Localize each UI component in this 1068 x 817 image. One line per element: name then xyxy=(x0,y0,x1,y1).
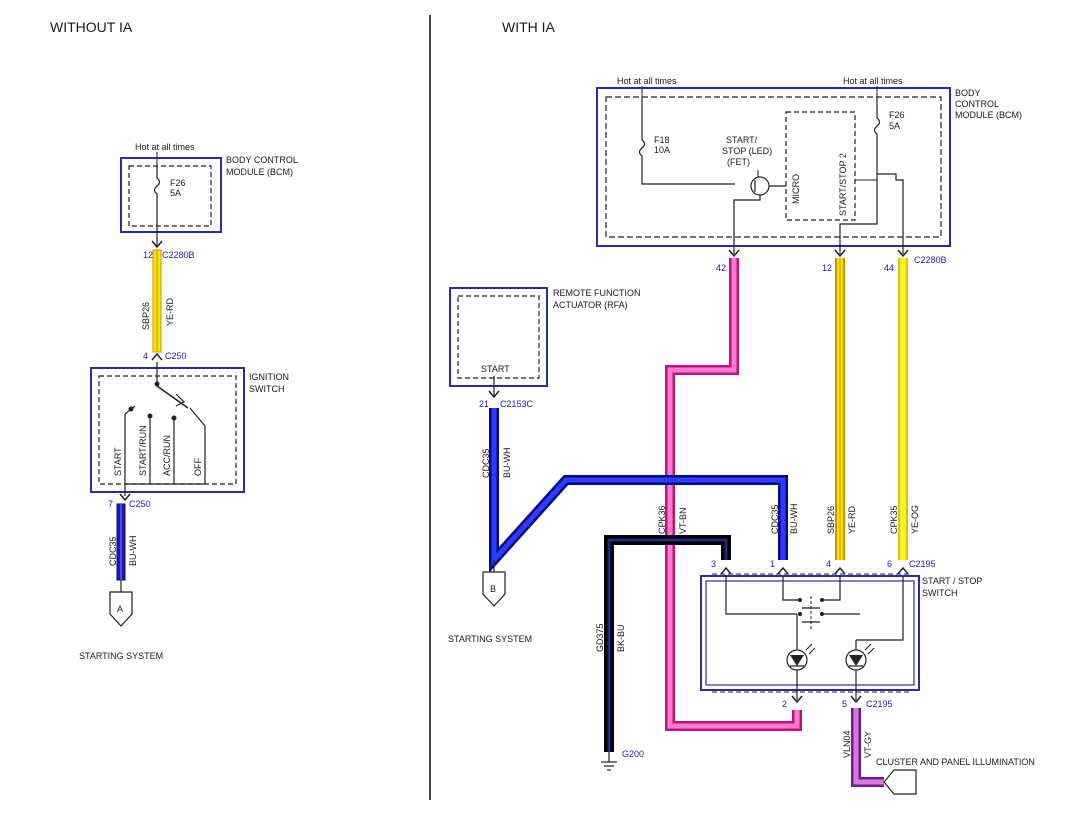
illum-connector xyxy=(883,769,917,795)
sbp26-color: YE-RD xyxy=(847,505,857,534)
left-conn-c2280b: C2280B xyxy=(162,250,195,260)
cdc35-circuit: CDC35 xyxy=(770,504,780,534)
bcm-pin-44: 44 xyxy=(884,263,894,273)
sw-pin-1: 1 xyxy=(770,559,775,569)
ign-pos-startrun: START/RUN xyxy=(138,425,148,476)
sw-pin-4: 4 xyxy=(826,559,831,569)
cdc35-color: BU-WH xyxy=(789,504,799,535)
vln04-color: VT-GY xyxy=(863,731,873,758)
ign-pos-start: START xyxy=(113,447,123,476)
left-conn-c250-top: C250 xyxy=(165,351,187,361)
header-without-ia: WITHOUT IA xyxy=(50,19,133,35)
right-starting-system: STARTING SYSTEM xyxy=(448,634,532,644)
gd375-color: BK-BU xyxy=(616,624,626,652)
left-fuse-rating: 5A xyxy=(170,188,181,198)
left-wire1-circuit: SBP26 xyxy=(141,302,151,330)
cpk35-color: YE-OG xyxy=(910,505,920,534)
sw-conn-c2195-top: C2195 xyxy=(909,559,936,569)
left-pin-12: 12 xyxy=(143,250,153,260)
right-bcm-label-1: BODY xyxy=(955,88,981,98)
ign-pos-off: OFF xyxy=(193,458,203,476)
sw-pin-5: 5 xyxy=(842,699,847,709)
right-diagram: Hot at all times Hot at all times BODY C… xyxy=(448,76,1035,795)
sw-label-1: START / STOP xyxy=(922,576,982,586)
left-starting-system: STARTING SYSTEM xyxy=(79,651,163,661)
left-wire1-color: YE-RD xyxy=(165,297,175,326)
offpage-connector-b xyxy=(482,571,506,607)
right-fuse-f18-rating: 10A xyxy=(654,145,670,155)
sw-conn-c2195-bot: C2195 xyxy=(866,699,893,709)
vln04-circuit: VLN04 xyxy=(842,730,852,758)
right-bcm-label-3: MODULE (BCM) xyxy=(955,110,1022,120)
right-bcm-box xyxy=(596,87,951,247)
sw-pin-3: 3 xyxy=(711,559,716,569)
right-fuse-f18 xyxy=(638,98,735,185)
left-bcm-box xyxy=(120,157,222,233)
sw-pin-2: 2 xyxy=(782,699,787,709)
micro-label: MICRO xyxy=(791,174,801,204)
rfa-wire-color: BU-WH xyxy=(502,448,512,479)
right-fet-label-2: STOP (LED) xyxy=(722,146,772,156)
header-with-ia: WITH IA xyxy=(502,19,556,35)
bcm-conn-c2280b: C2280B xyxy=(914,255,947,265)
rfa-start: START xyxy=(481,364,510,374)
left-fuse-name: F26 xyxy=(170,178,186,188)
right-fuse-f26-rating: 5A xyxy=(889,121,900,131)
right-fuse-f26 xyxy=(873,98,904,254)
left-pin-4: 4 xyxy=(143,351,148,361)
cpk36-color: VT-BN xyxy=(678,507,688,534)
ign-pos-accrun: ACC/RUN xyxy=(162,435,172,476)
rfa-label-1: REMOTE FUNCTION xyxy=(553,288,641,298)
sbp26-circuit: SBP26 xyxy=(826,506,836,534)
bcm-pin-42: 42 xyxy=(716,263,726,273)
start-stop-switch-box xyxy=(700,575,920,691)
right-fet-label-3: (FET) xyxy=(727,157,750,167)
rfa-box xyxy=(449,287,548,387)
sw-label-2: SWITCH xyxy=(922,588,958,598)
offpage-b-label: B xyxy=(490,584,496,594)
left-conn-c250-bot: C250 xyxy=(129,499,151,509)
left-bcm-label-2: MODULE (BCM) xyxy=(226,167,293,177)
micro-box xyxy=(785,111,856,221)
right-fuse-f18-name: F18 xyxy=(654,135,670,145)
left-fuse-symbol xyxy=(153,166,161,246)
right-bcm-label-2: CONTROL xyxy=(955,99,999,109)
fet-symbol xyxy=(750,176,770,196)
left-diagram: Hot at all times BODY CONTROL MODULE (BC… xyxy=(79,142,298,661)
sw-pin-6: 6 xyxy=(887,559,892,569)
left-wire2-circuit: CDC35 xyxy=(108,536,118,566)
rfa-label-2: ACTUATOR (RFA) xyxy=(553,300,628,310)
ign-label-2: SWITCH xyxy=(249,384,285,394)
ss2-label: START/STOP 2 xyxy=(838,153,848,216)
gd375-circuit: GD375 xyxy=(595,623,605,652)
left-bcm-label-1: BODY CONTROL xyxy=(226,155,298,165)
cpk36-circuit: CPK36 xyxy=(657,505,667,534)
offpage-connector-a xyxy=(109,591,133,627)
left-hot-label: Hot at all times xyxy=(135,142,195,152)
ign-label-1: IGNITION xyxy=(249,372,289,382)
left-wire2-color: BU-WH xyxy=(128,536,138,567)
rfa-conn-c2153c: C2153C xyxy=(500,399,534,409)
left-pin-7: 7 xyxy=(108,499,113,509)
cpk35-circuit: CPK35 xyxy=(889,505,899,534)
ignition-switch-box xyxy=(90,367,245,493)
offpage-a-label: A xyxy=(117,604,123,614)
right-fuse-f26-name: F26 xyxy=(889,110,905,120)
right-hot-label-2: Hot at all times xyxy=(843,76,903,86)
rfa-wire-circuit: CDC35 xyxy=(481,448,491,478)
illum-label: CLUSTER AND PANEL ILLUMINATION xyxy=(876,757,1035,767)
bcm-pin-12: 12 xyxy=(822,263,832,273)
ground-g200: G200 xyxy=(622,749,644,759)
rfa-pin-21: 21 xyxy=(479,399,489,409)
right-hot-label-1: Hot at all times xyxy=(617,76,677,86)
right-fet-label-1: START/ xyxy=(726,135,758,145)
